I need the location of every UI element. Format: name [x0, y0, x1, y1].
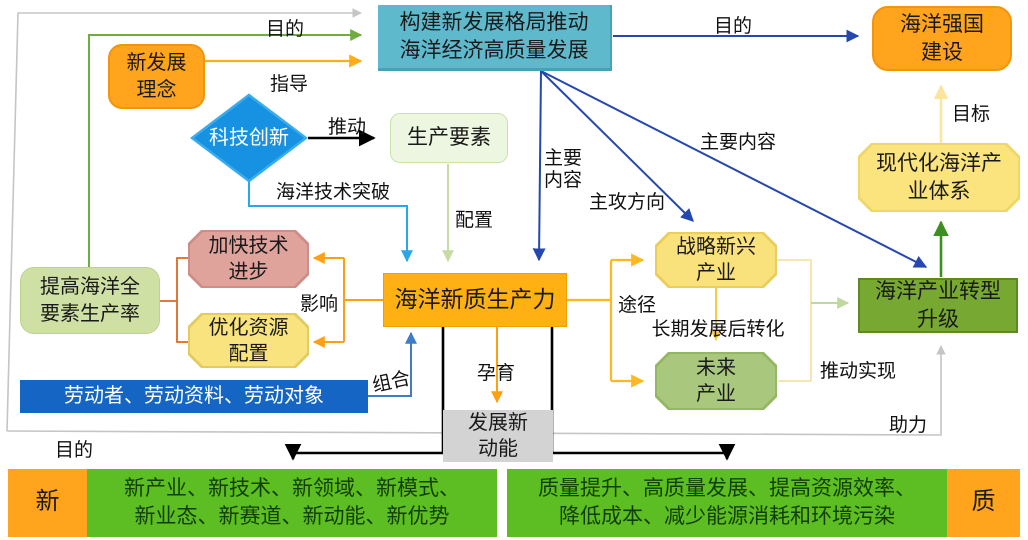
node-resource-optimization: 优化资源 配置	[188, 313, 309, 368]
edge-border-to-goal	[6, 8, 362, 432]
edge-goal-to-nqpf	[532, 70, 546, 262]
node-ocean-power: 海洋强国 建设	[872, 6, 1012, 71]
label-allocate: 配置	[454, 210, 493, 231]
label-target: 目标	[951, 104, 990, 125]
edge-goal-to-strategic	[540, 70, 694, 222]
edge-innovation-to-nqpf	[248, 182, 413, 263]
edge-nqpf-to-green1	[284, 327, 445, 461]
edge-industries-bracket	[777, 259, 812, 382]
label-main-content-vertical: 主要 内容	[543, 148, 582, 191]
node-modern-marine-system: 现代化海洋产 业体系	[858, 143, 1020, 212]
label-guide: 指导	[269, 74, 308, 95]
node-goal: 构建新发展格局推动 海洋经济高质量发展	[378, 5, 612, 71]
label-purpose-right: 目的	[713, 16, 752, 37]
edge-tfp-to-goal	[88, 29, 363, 267]
node-strategic-industry: 战略新兴 产业	[655, 232, 777, 288]
label-promote: 推动	[327, 117, 366, 138]
node-future-industry: 未来 产业	[655, 352, 777, 410]
node-industry-upgrade: 海洋产业转型 升级	[858, 278, 1018, 333]
edge-tfp-bracket	[160, 257, 188, 343]
label-main-direction: 主攻方向	[588, 192, 665, 213]
edge-labor-to-nqpf	[368, 331, 417, 397]
label-nurture: 孕育	[476, 363, 515, 384]
label-marine-tech-breakthrough: 海洋技术突破	[275, 182, 390, 203]
node-sci-tech-innovation: 科技创新	[209, 126, 289, 149]
edge-nqpf-bracket-stem	[343, 258, 383, 342]
node-production-factors: 生产要素	[390, 113, 508, 163]
edge-tujing-stem	[567, 260, 613, 381]
label-main-content-diagonal: 主要内容	[699, 132, 776, 153]
edge-goal-to-upgrade	[540, 70, 928, 268]
label-purpose-top: 目的	[265, 19, 304, 40]
node-quality-list: 质量提升、高质量发展、提高资源效率、 降低成本、减少能源消耗和环境污染	[507, 469, 947, 537]
label-push-realize: 推动实现	[819, 361, 896, 382]
label-pathway: 途径	[617, 295, 656, 316]
node-zhi: 质	[947, 469, 1020, 537]
node-new-development-concept: 新发展 理念	[108, 44, 205, 109]
node-tech-progress: 加快技术 进步	[188, 230, 309, 288]
node-xin: 新	[8, 469, 87, 537]
label-longterm-transform: 长期发展后转化	[651, 319, 785, 340]
node-labor-elements: 劳动者、劳动资料、劳动对象	[20, 380, 368, 413]
diamond-shape	[190, 93, 308, 183]
node-marine-tfp: 提高海洋全 要素生产率	[20, 267, 160, 334]
node-new-list: 新产业、新技术、新领域、新模式、 新业态、新赛道、新动能、新优势	[87, 469, 497, 537]
edge-nqpf-to-green2	[550, 327, 736, 461]
node-marine-new-productivity: 海洋新质生产力	[383, 273, 567, 327]
edge-border-to-upgrade	[6, 345, 946, 436]
label-assist: 助力	[888, 415, 927, 436]
label-influence: 影响	[299, 294, 338, 315]
label-purpose-bottom: 目的	[54, 440, 93, 461]
node-new-engine: 发展新 动能	[443, 410, 553, 462]
